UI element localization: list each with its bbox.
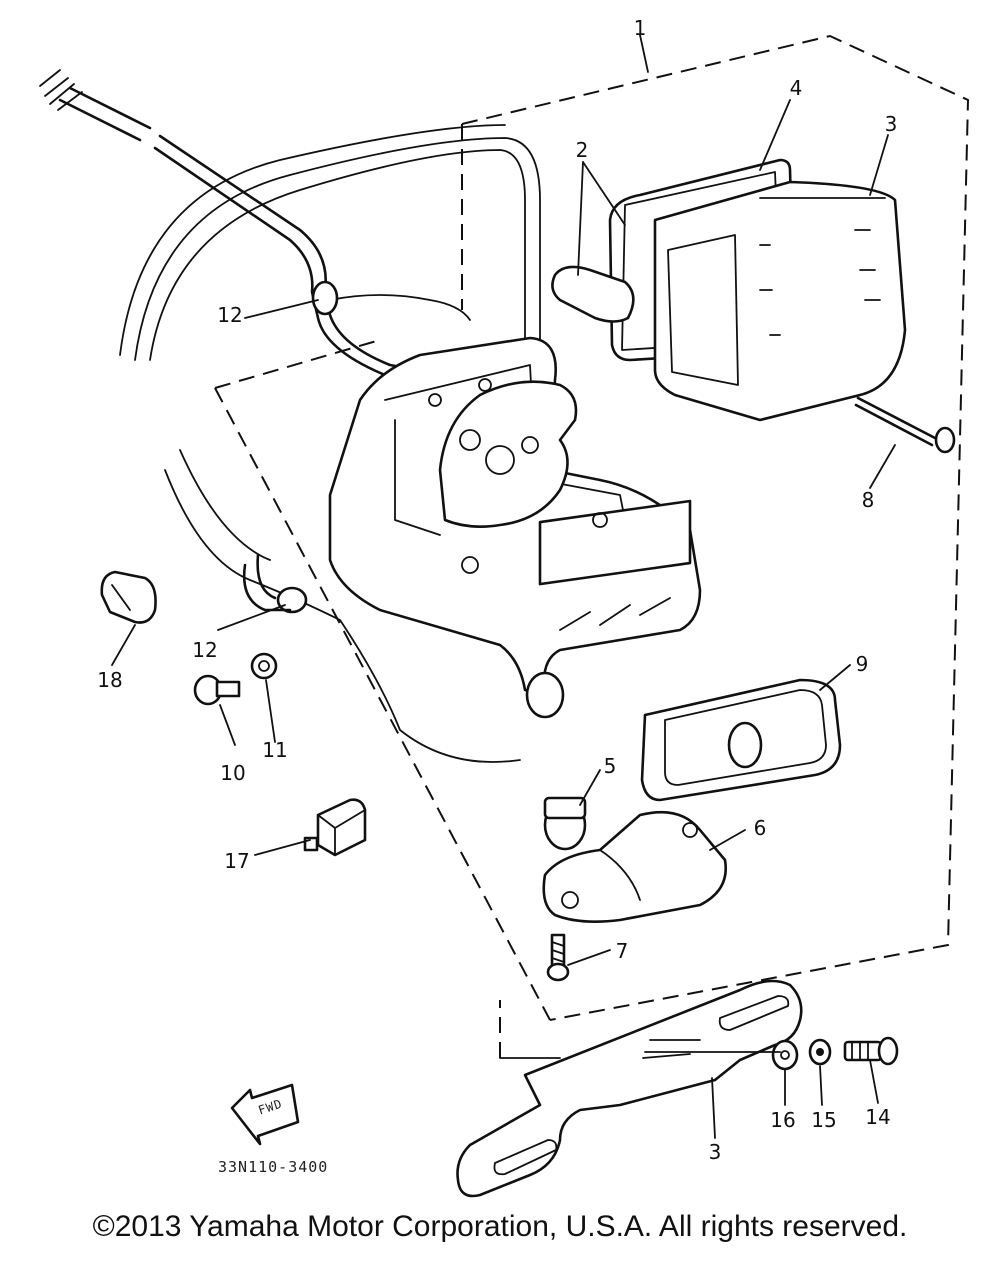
callout-10: 10 [220,761,246,785]
callout-12-lower: 12 [192,638,218,662]
license-bracket [456,979,803,1198]
wire-harness [39,69,472,397]
screw-small [546,933,570,982]
screw-and-washer [193,652,278,706]
parts-diagram [39,34,970,1198]
callout-1: 1 [633,16,647,40]
callout-16: 16 [770,1108,796,1132]
callout-3: 3 [884,112,898,136]
callout-18: 18 [97,668,123,692]
callout-5: 5 [603,754,617,778]
taillight-housing [328,336,702,697]
fwd-arrow-icon [230,1083,300,1146]
callout-11: 11 [262,738,288,762]
washers-and-bolt [644,1036,899,1071]
callout-4: 4 [789,76,803,100]
callout-12-upper: 12 [217,303,243,327]
callout-2: 2 [575,138,589,162]
assembly-boundary [214,34,970,1059]
part-code: 33N110-3400 [218,1158,329,1176]
license-light-housing [542,810,728,923]
bulb [525,671,587,851]
callout-6: 6 [753,816,767,840]
callout-15: 15 [811,1108,837,1132]
copyright-notice: ©2013 Yamaha Motor Corporation, U.S.A. A… [92,1210,908,1243]
callout-7: 7 [615,939,629,963]
long-screw [854,396,956,454]
cap [100,570,157,624]
relay [303,798,367,857]
leader-lines [111,99,896,1139]
callout-17: 17 [224,849,250,873]
callout-8: 8 [861,488,875,512]
frame-rails [119,124,541,763]
callout-14: 14 [865,1105,891,1129]
callout-13: 3 [708,1140,722,1164]
callout-9: 9 [855,652,869,676]
gasket [640,678,842,802]
grommets [242,280,339,614]
rear-lens-assembly [551,158,907,422]
